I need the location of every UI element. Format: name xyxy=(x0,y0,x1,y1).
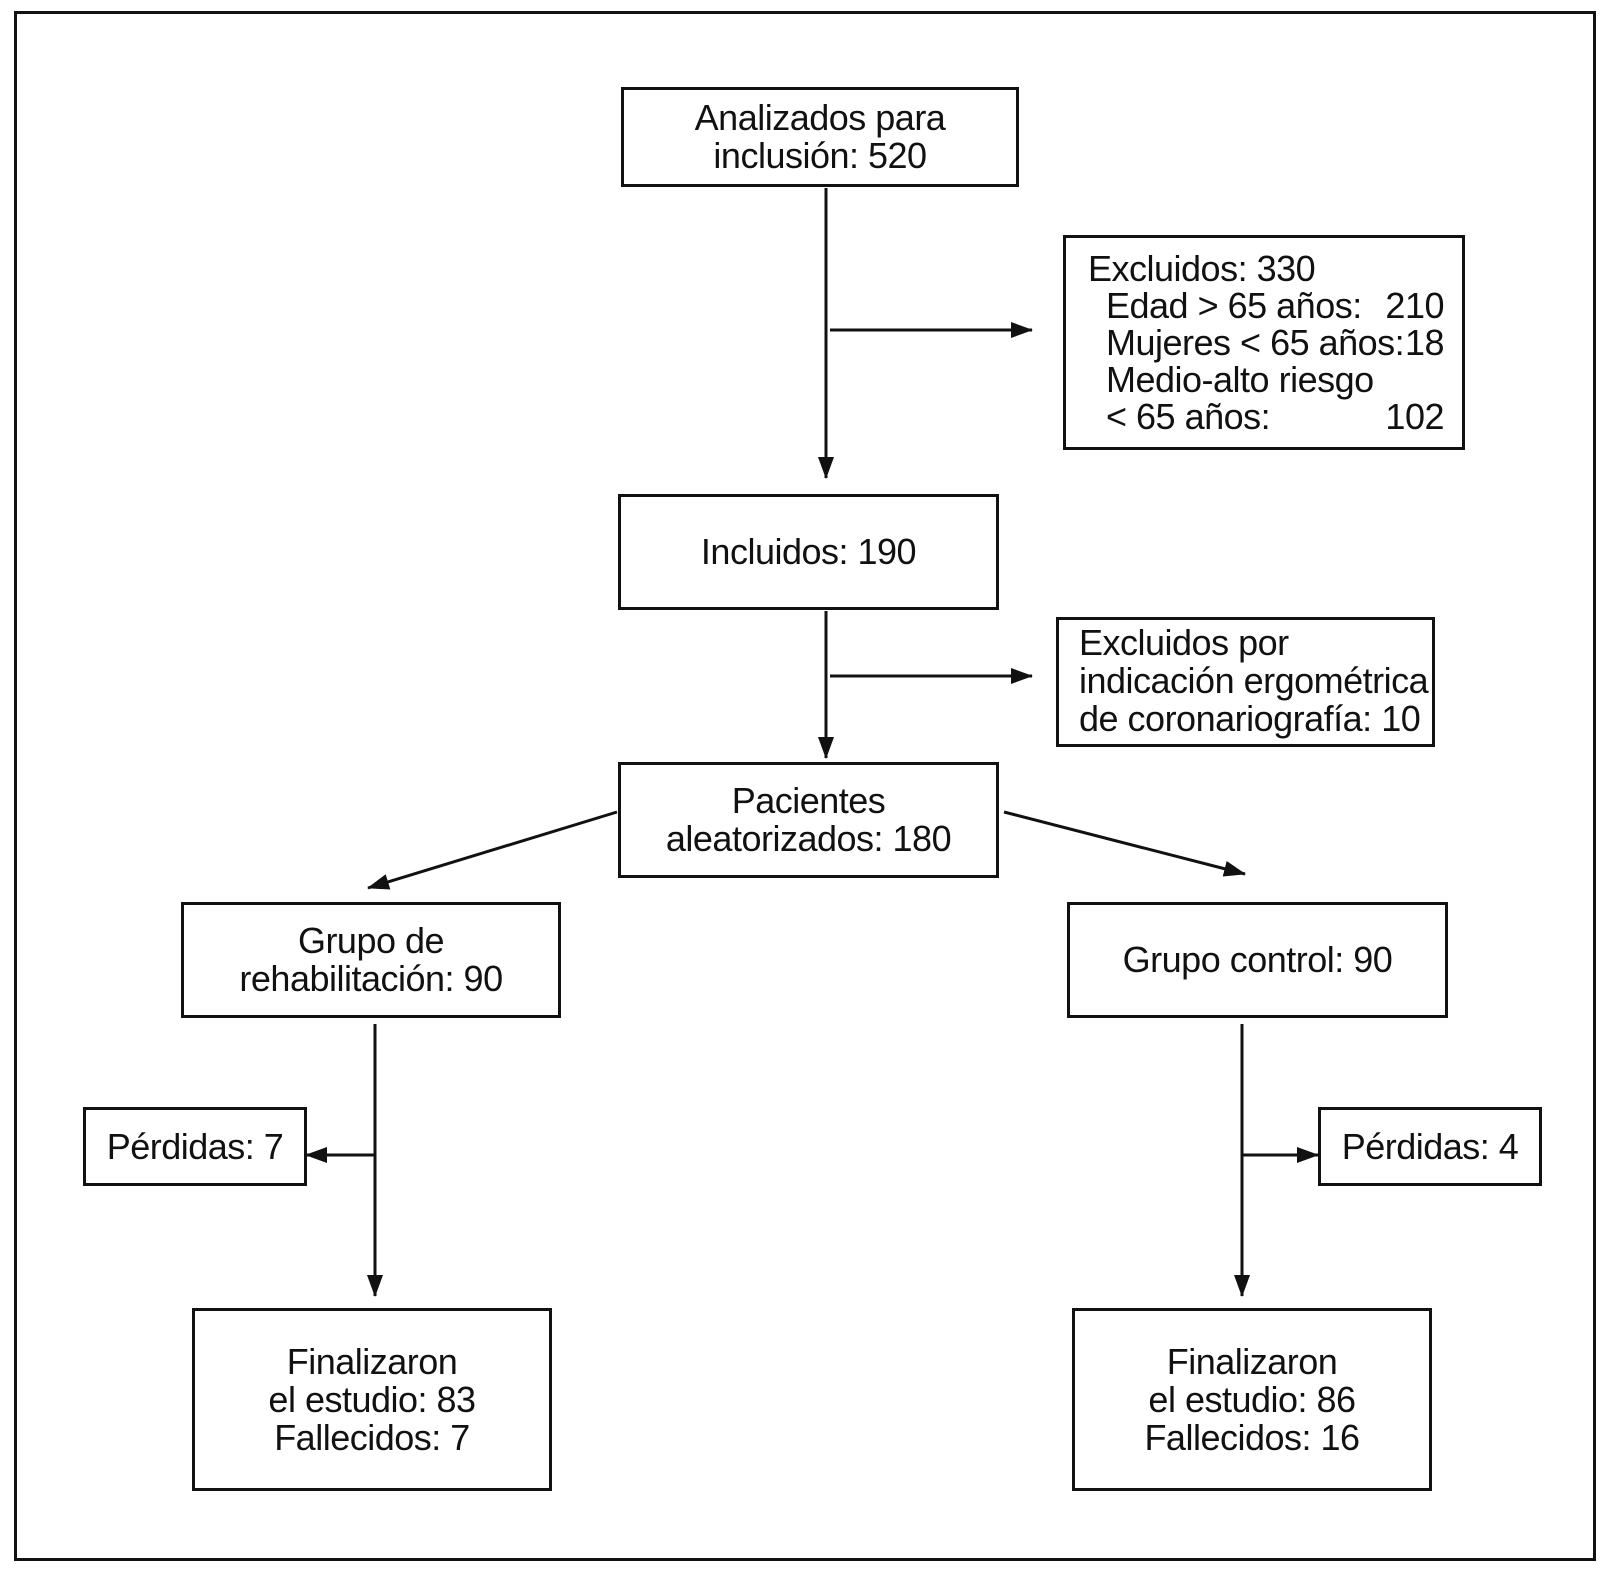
excluded-row-women: Mujeres < 65 años: 18 xyxy=(1088,322,1445,363)
control-finished-line-3: Fallecidos: 16 xyxy=(1144,1416,1360,1458)
included-box: Incluidos: 190 xyxy=(618,494,999,610)
rehab-losses-box: Pérdidas: 7 xyxy=(83,1107,307,1186)
control-finished-line-1: Finalizaron xyxy=(1166,1340,1338,1382)
randomized-line-1: Pacientes xyxy=(731,780,886,821)
excluded-ergometry-box: Excluidos por indicación ergométrica de … xyxy=(1056,617,1435,747)
analyzed-line-1: Analizados para xyxy=(694,97,946,138)
rehab-finished-line-3: Fallecidos: 7 xyxy=(274,1416,470,1458)
randomized-box: Pacientes aleatorizados: 180 xyxy=(618,762,999,878)
excluded-ergometry-line-1: Excluidos por xyxy=(1079,622,1289,663)
rehab-finished-line-2: el estudio: 83 xyxy=(268,1378,476,1420)
rehab-group-line-2: rehabilitación: 90 xyxy=(239,958,503,999)
excluded-row-risk-age: < 65 años: 102 xyxy=(1088,398,1444,435)
excluded-title: Excluidos: 330 xyxy=(1088,248,1316,289)
included-line-1: Incluidos: 190 xyxy=(700,531,917,572)
excluded-box: Excluidos: 330 Edad > 65 años: 210 Mujer… xyxy=(1063,235,1465,450)
excluded-ergometry-line-3: de coronariografía: 10 xyxy=(1079,698,1421,739)
excluded-ergometry-line-2: indicación ergométrica xyxy=(1079,660,1429,701)
excluded-women-value: 18 xyxy=(1404,322,1445,363)
excluded-age-label: Edad > 65 años: xyxy=(1106,285,1362,326)
rehab-finished-line-1: Finalizaron xyxy=(286,1340,458,1382)
excluded-row-age: Edad > 65 años: 210 xyxy=(1088,287,1444,324)
rehab-finished-box: Finalizaron el estudio: 83 Fallecidos: 7 xyxy=(192,1308,552,1491)
analyzed-line-2: inclusión: 520 xyxy=(713,135,927,176)
excluded-age-value: 210 xyxy=(1385,285,1444,326)
control-finished-line-2: el estudio: 86 xyxy=(1148,1378,1356,1420)
control-losses-box: Pérdidas: 4 xyxy=(1318,1107,1542,1186)
rehab-group-line-1: Grupo de xyxy=(297,920,445,961)
excluded-row-risk: Medio-alto riesgo xyxy=(1088,361,1444,398)
control-finished-box: Finalizaron el estudio: 86 Fallecidos: 1… xyxy=(1072,1308,1432,1491)
excluded-risk-label: Medio-alto riesgo xyxy=(1106,359,1374,400)
control-group-line-1: Grupo control: 90 xyxy=(1122,939,1393,980)
figure-frame xyxy=(14,11,1596,1561)
excluded-risk-age-value: 102 xyxy=(1385,396,1444,437)
control-group-box: Grupo control: 90 xyxy=(1067,902,1448,1018)
control-losses-line-1: Pérdidas: 4 xyxy=(1341,1125,1519,1167)
rehab-group-box: Grupo de rehabilitación: 90 xyxy=(181,902,561,1018)
rehab-losses-line-1: Pérdidas: 7 xyxy=(106,1125,284,1167)
excluded-risk-age-label: < 65 años: xyxy=(1106,396,1271,437)
analyzed-box: Analizados para inclusión: 520 xyxy=(621,87,1019,187)
excluded-women-label: Mujeres < 65 años: xyxy=(1106,322,1405,363)
randomized-line-2: aleatorizados: 180 xyxy=(665,818,952,859)
arrow-to-rehab-group xyxy=(367,810,618,890)
arrow-to-control-group xyxy=(1003,810,1246,877)
